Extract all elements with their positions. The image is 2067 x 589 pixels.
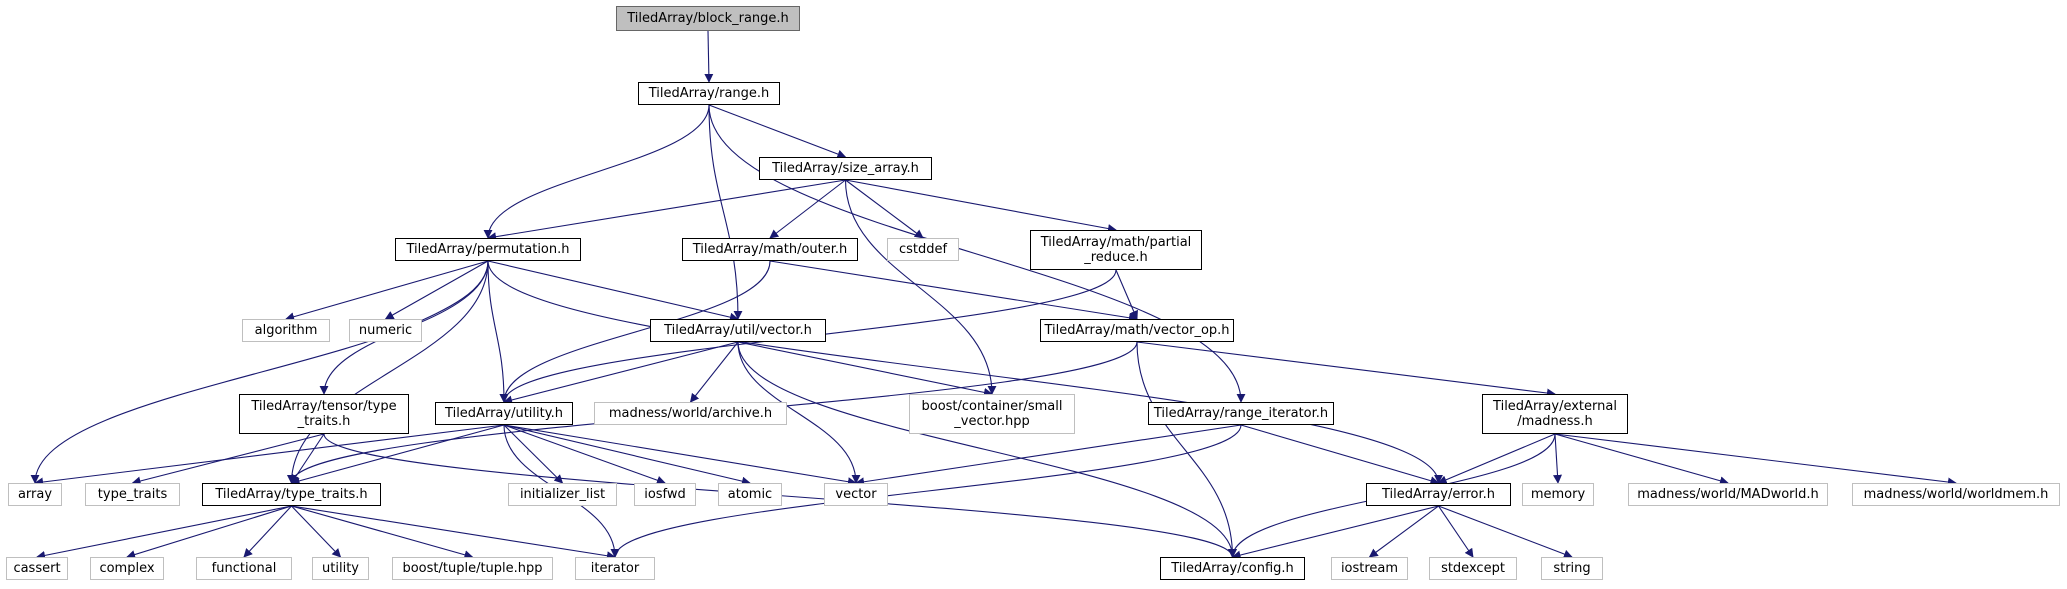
node-iostream: iostream	[1331, 557, 1408, 580]
node-type-traits-h[interactable]: TiledArray/type_traits.h	[202, 483, 381, 506]
node-boost-small-vector: boost/container/small _vector.hpp	[909, 394, 1075, 434]
edge-util_vector-to-vector	[737, 341, 861, 484]
node-utility-h[interactable]: TiledArray/utility.h	[435, 402, 573, 425]
node-block-range: TiledArray/block_range.h	[616, 6, 800, 31]
edge-size_array-to-math_partial_reduce	[845, 179, 1117, 233]
edge-util_vector-to-config_h	[737, 341, 1237, 558]
edge-permutation-to-type_traits_h	[287, 260, 489, 484]
edge-tensor_type_traits-to-type_traits_h	[291, 433, 325, 484]
edge-error_h-to-iostream	[1368, 505, 1439, 558]
node-string: string	[1541, 557, 1603, 580]
edge-size_array-to-permutation	[487, 179, 846, 242]
edge-utility_h-to-array	[34, 424, 505, 487]
node-tensor-type-traits[interactable]: TiledArray/tensor/type _traits.h	[239, 394, 409, 434]
edge-size_array-to-math_outer	[769, 179, 846, 239]
edge-utility_h-to-initializer_list	[503, 424, 564, 484]
node-range-iterator[interactable]: TiledArray/range_iterator.h	[1148, 402, 1334, 425]
edge-utility_h-to-iosfwd	[503, 424, 666, 485]
edge-permutation-to-error_h	[487, 260, 1443, 484]
node-cstddef: cstddef	[887, 238, 959, 261]
node-range[interactable]: TiledArray/range.h	[638, 82, 780, 105]
edge-range-to-size_array	[708, 104, 847, 159]
edge-range-to-range_iterator	[708, 104, 1246, 403]
node-madworld: madness/world/MADworld.h	[1628, 483, 1828, 506]
edge-util_vector-to-boost_small_vector	[737, 341, 993, 397]
edge-range_iterator-to-iterator	[610, 424, 1242, 558]
edge-math_outer-to-utility_h	[499, 260, 771, 403]
edge-utility_h-to-type_traits_h	[290, 424, 505, 486]
edge-math_vector_op-to-config_h	[1136, 341, 1237, 558]
edge-type_traits_h-to-complex	[126, 505, 292, 559]
node-initializer-list: initializer_list	[508, 483, 617, 506]
node-vector: vector	[824, 483, 888, 506]
edge-type_traits_h-to-boost_tuple	[291, 505, 474, 560]
edge-external_madness-to-madworld	[1554, 433, 1729, 486]
edge-permutation-to-utility_h	[487, 260, 509, 403]
edge-size_array-to-boost_small_vector	[844, 179, 997, 395]
node-utility-std: utility	[312, 557, 369, 580]
edge-external_madness-to-error_h	[1437, 433, 1556, 485]
node-error-h[interactable]: TiledArray/error.h	[1366, 483, 1511, 506]
edge-permutation-to-util_vector	[487, 260, 739, 322]
edge-utility_h-to-vector	[503, 424, 857, 487]
edge-math_partial_reduce-to-math_vector_op	[1115, 269, 1138, 320]
node-numeric: numeric	[349, 319, 422, 342]
node-boost-tuple: boost/tuple/tuple.hpp	[392, 557, 553, 580]
edge-permutation-to-numeric	[384, 260, 489, 320]
edge-permutation-to-algorithm	[285, 260, 489, 322]
node-math-vector-op[interactable]: TiledArray/math/vector_op.h	[1040, 319, 1234, 342]
node-iterator: iterator	[575, 557, 655, 580]
node-functional: functional	[196, 557, 292, 580]
node-cassert: cassert	[6, 557, 68, 580]
edge-permutation-to-array	[30, 260, 489, 484]
edge-external_madness-to-memory	[1553, 433, 1562, 484]
node-memory: memory	[1522, 483, 1594, 506]
node-math-partial-reduce[interactable]: TiledArray/math/partial _reduce.h	[1030, 230, 1202, 270]
node-util-vector[interactable]: TiledArray/util/vector.h	[650, 319, 826, 342]
edge-util_vector-to-madness_archive	[689, 341, 739, 403]
edge-error_h-to-config_h	[1231, 505, 1439, 560]
edge-type_traits_h-to-cassert	[36, 505, 292, 560]
edge-range_iterator-to-vector	[855, 424, 1242, 487]
edge-error_h-to-stdexcept	[1438, 505, 1474, 558]
edge-external_madness-to-worldmem	[1554, 433, 1957, 487]
node-iosfwd: iosfwd	[634, 483, 696, 506]
node-array: array	[8, 483, 62, 506]
node-math-outer[interactable]: TiledArray/math/outer.h	[682, 238, 858, 261]
edge-size_array-to-cstddef	[845, 179, 924, 239]
edge-utility_h-to-atomic	[503, 424, 751, 486]
edge-type_traits_h-to-functional	[243, 505, 292, 558]
edge-type_traits_h-to-utility_std	[291, 505, 342, 558]
edge-util_vector-to-utility_h	[503, 341, 739, 405]
node-permutation[interactable]: TiledArray/permutation.h	[395, 238, 581, 261]
edge-range_iterator-to-error_h	[1240, 424, 1440, 486]
node-madness-archive: madness/world/archive.h	[594, 402, 787, 425]
node-complex: complex	[90, 557, 164, 580]
edge-type_traits_h-to-iterator	[291, 505, 616, 561]
node-external-madness[interactable]: TiledArray/external /madness.h	[1482, 394, 1628, 434]
edge-range-to-permutation	[483, 104, 710, 239]
node-algorithm: algorithm	[242, 319, 330, 342]
node-size-array[interactable]: TiledArray/size_array.h	[759, 157, 932, 180]
node-atomic: atomic	[718, 483, 782, 506]
node-type-traits-std: type_traits	[85, 483, 180, 506]
edge-tensor_type_traits-to-type_traits_std	[131, 433, 325, 486]
node-config-h[interactable]: TiledArray/config.h	[1160, 557, 1305, 580]
edge-math_vector_op-to-external_madness	[1136, 341, 1556, 398]
edge-math_outer-to-math_vector_op	[769, 260, 1138, 323]
node-stdexcept: stdexcept	[1429, 557, 1517, 580]
edge-range-to-util_vector	[708, 104, 743, 320]
edge-error_h-to-string	[1438, 505, 1573, 559]
edge-group	[30, 30, 1957, 561]
node-worldmem: madness/world/worldmem.h	[1852, 483, 2060, 506]
edge-block_range-to-range	[704, 30, 714, 83]
